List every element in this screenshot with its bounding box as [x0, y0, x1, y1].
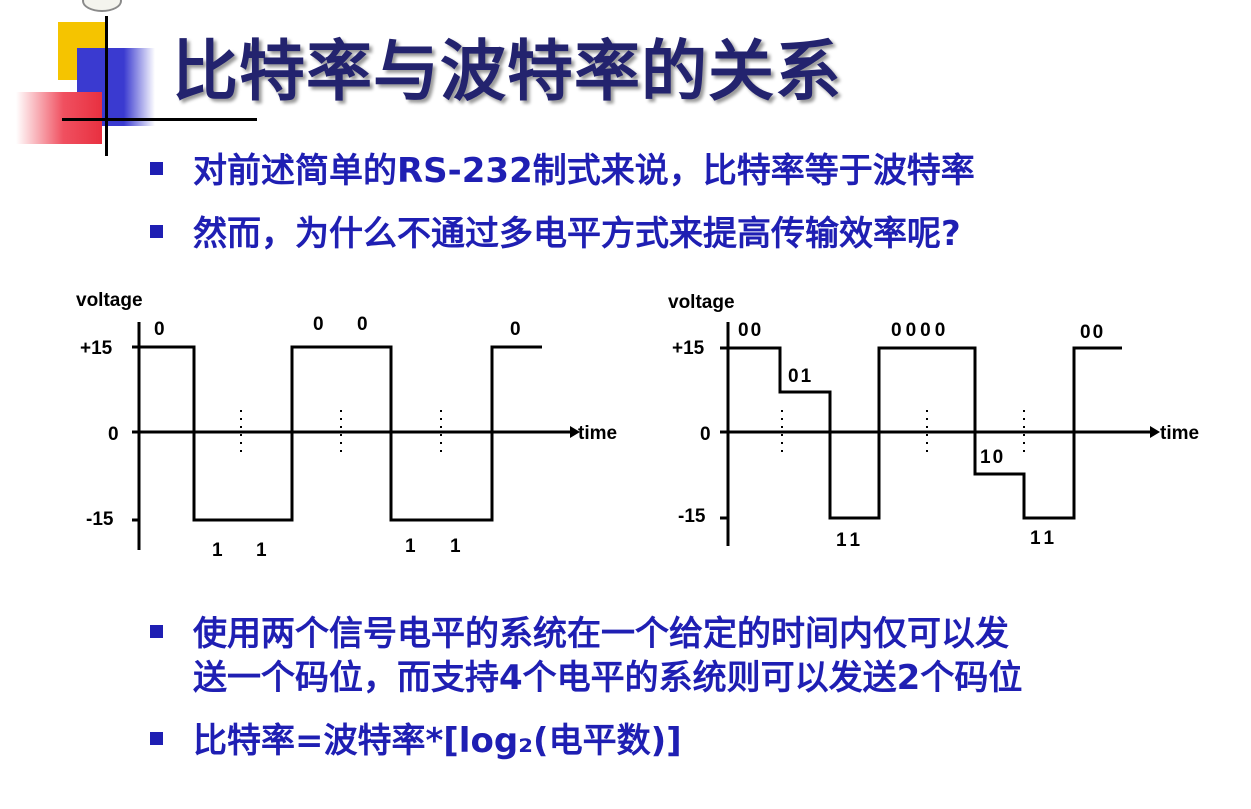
bullet-marker — [150, 732, 163, 745]
formula-text: 比特率=波特率*[log₂(电平数)] — [193, 719, 682, 763]
x-axis-label: time — [1160, 423, 1199, 444]
bullet-item: 对前述简单的RS-232制式来说，比特率等于波特率 — [150, 149, 975, 193]
tick-label-plus15: +15 — [80, 338, 113, 359]
x-axis-label: time — [578, 423, 617, 444]
bullet-text-line: 使用两个信号电平的系统在一个给定的时间内仅可以发 — [193, 612, 1022, 656]
x-axis-arrow — [1150, 426, 1160, 438]
tick-label-zero: 0 — [108, 424, 119, 445]
bit-label: 11 — [836, 530, 864, 551]
four-level-waveform-diagram: voltage time +15 0 -15 00 01 11 0000 10 … — [662, 282, 1232, 562]
y-axis-label: voltage — [76, 290, 143, 311]
bullet-text: 对前述简单的RS-232制式来说，比特率等于波特率 — [193, 149, 975, 193]
bit-label: 0 — [154, 319, 165, 340]
y-axis-label: voltage — [668, 292, 735, 313]
bit-label: 1 — [450, 536, 461, 557]
bit-label: 1 — [212, 540, 223, 561]
tick-label-zero: 0 — [700, 424, 711, 445]
bit-label: 0 — [357, 314, 368, 335]
bullet-marker — [150, 225, 163, 238]
bit-label: 0000 — [891, 320, 949, 341]
tick-label-minus15: -15 — [678, 506, 706, 527]
bit-label: 01 — [788, 366, 813, 387]
bullet-item: 使用两个信号电平的系统在一个给定的时间内仅可以发 送一个码位，而支持4个电平的系… — [150, 612, 1022, 700]
bullet-item: 然而，为什么不通过多电平方式来提高传输效率呢? — [150, 212, 961, 256]
bullet-text: 然而，为什么不通过多电平方式来提高传输效率呢? — [193, 212, 961, 256]
bit-label: 10 — [980, 447, 1005, 468]
bullet-text-line: 送一个码位，而支持4个电平的系统则可以发送2个码位 — [193, 656, 1022, 700]
bit-label: 00 — [738, 320, 763, 341]
bit-label: 0 — [313, 314, 324, 335]
bullet-text: 使用两个信号电平的系统在一个给定的时间内仅可以发 送一个码位，而支持4个电平的系… — [193, 612, 1022, 700]
bit-label: 1 — [405, 536, 416, 557]
tick-label-plus15: +15 — [672, 338, 705, 359]
vertical-line-decoration — [105, 16, 108, 156]
page-title: 比特率与波特率的关系 — [172, 18, 842, 114]
horizontal-line-decoration — [62, 118, 257, 121]
two-level-waveform-diagram: voltage time +15 0 -15 0 1 1 0 0 1 1 0 — [70, 282, 640, 562]
logo — [82, 0, 122, 12]
bit-label: 0 — [510, 319, 521, 340]
bullet-marker — [150, 625, 163, 638]
bit-label: 11 — [1030, 528, 1058, 549]
bit-label: 1 — [256, 540, 267, 561]
bit-label: 00 — [1080, 322, 1105, 343]
bullet-marker — [150, 162, 163, 175]
tick-label-minus15: -15 — [86, 509, 114, 530]
bullet-item: 比特率=波特率*[log₂(电平数)] — [150, 719, 682, 763]
